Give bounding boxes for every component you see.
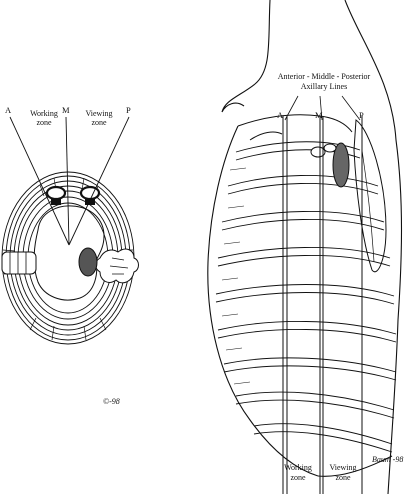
axial-sternum [1,251,37,275]
axial-vertebra [78,247,139,284]
right-working-zone-line2: zone [290,473,306,482]
left-working-zone-line1: Working [30,109,58,118]
left-marker-a: A [5,105,12,115]
left-viewing-zone-line2: zone [91,118,107,127]
right-viewing-zone-line1: Viewing [329,463,356,472]
right-artist-signature: Baum -98 [372,455,403,464]
lateral-trocar-ports [310,142,350,188]
left-working-zone-line2: zone [36,118,52,127]
lateral-title-leaders [284,95,361,121]
right-marker-m: M [315,110,323,120]
lateral-body-outline [207,0,403,495]
lateral-ribs [215,141,397,453]
right-marker-a: A [277,110,284,120]
left-viewing-zone-line1: Viewing [85,109,112,118]
right-viewing-zone-line2: zone [335,473,351,482]
lateral-lines-title-line2: Axillary Lines [301,82,347,91]
left-marker-p: P [126,105,131,115]
right-working-zone-line1: Working [284,463,312,472]
left-artist-signature: ©-98 [103,397,120,406]
lateral-axillary-lines [282,116,363,494]
axial-zone-lines [9,116,130,246]
axial-trocar-ports [45,185,101,205]
lateral-shoulder-detail [237,114,353,141]
lateral-lines-title-line1: Anterior - Middle - Posterior [278,72,371,81]
right-marker-p: P [359,110,364,120]
left-marker-m: M [62,105,70,115]
